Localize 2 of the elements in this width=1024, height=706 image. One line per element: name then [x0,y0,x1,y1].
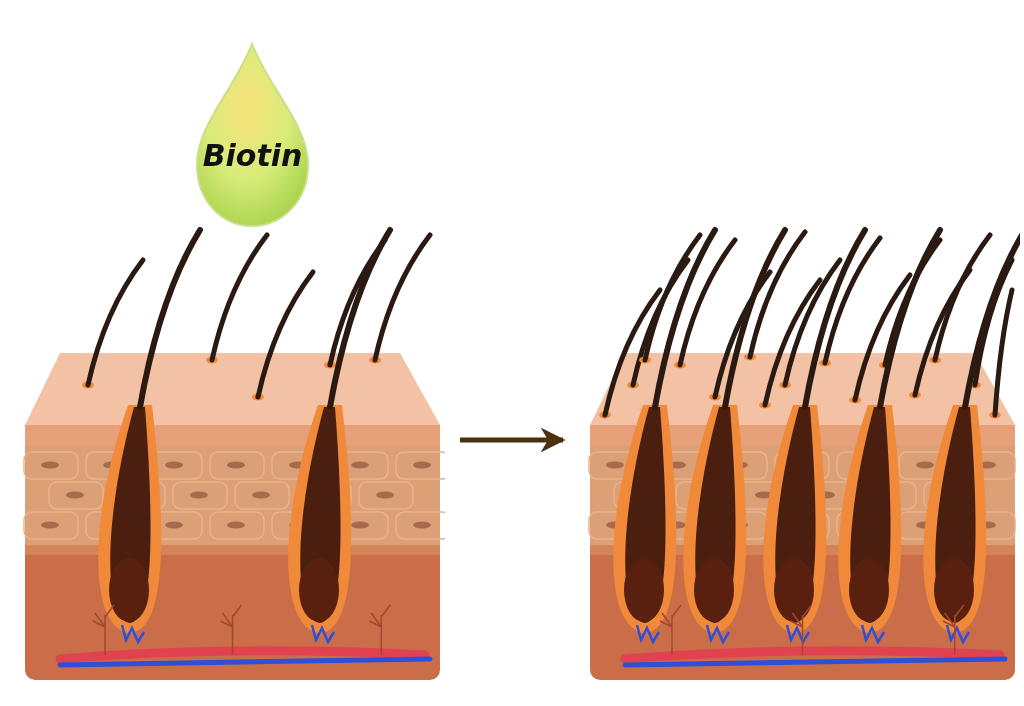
drop-label: Biotin [201,138,304,173]
arrow [460,427,566,453]
